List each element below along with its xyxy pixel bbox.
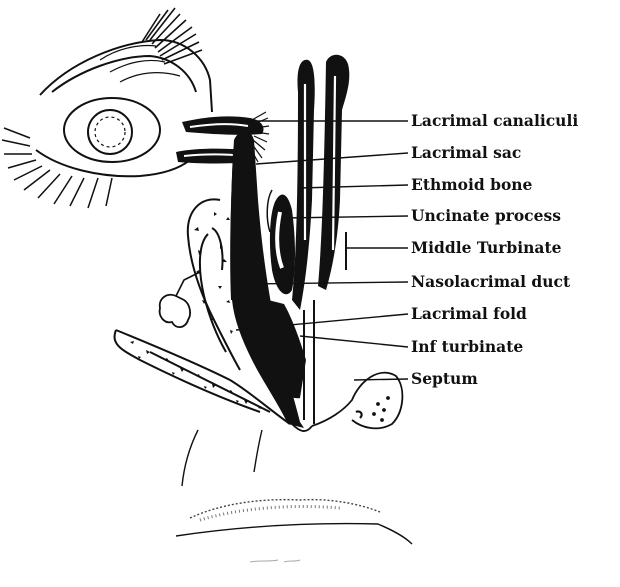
label-middle-turbinate: Middle Turbinate bbox=[411, 238, 562, 257]
lip-faint-marks bbox=[250, 560, 300, 562]
eye-drawing bbox=[2, 8, 212, 208]
ethmoid-and-turbinates bbox=[264, 55, 350, 424]
label-uncinate-process: Uncinate process bbox=[411, 206, 561, 225]
label-lacrimal-fold: Lacrimal fold bbox=[411, 304, 527, 323]
lip-contours bbox=[176, 430, 412, 544]
label-nasolacrimal-duct: Nasolacrimal duct bbox=[411, 272, 571, 291]
upper-eyelid bbox=[40, 40, 212, 112]
label-ethmoid-bone: Ethmoid bone bbox=[411, 175, 533, 194]
label-lacrimal-canaliculi: Lacrimal canaliculi bbox=[411, 111, 578, 130]
leader-ethmoid-bone bbox=[300, 185, 408, 188]
label-inf-turbinate: Inf turbinate bbox=[411, 337, 523, 356]
label-lacrimal-sac: Lacrimal sac bbox=[411, 143, 521, 162]
lower-eyelashes bbox=[2, 128, 112, 208]
leader-septum bbox=[354, 379, 408, 380]
leader-nasolacrimal-duct bbox=[248, 282, 408, 284]
label-septum: Septum bbox=[411, 369, 478, 388]
leader-inf-turbinate bbox=[300, 336, 408, 347]
nose-outline bbox=[292, 373, 402, 431]
pupil bbox=[95, 117, 125, 147]
eyeball bbox=[64, 98, 160, 162]
labels: Lacrimal canaliculi Lacrimal sac Ethmoid… bbox=[411, 111, 578, 388]
